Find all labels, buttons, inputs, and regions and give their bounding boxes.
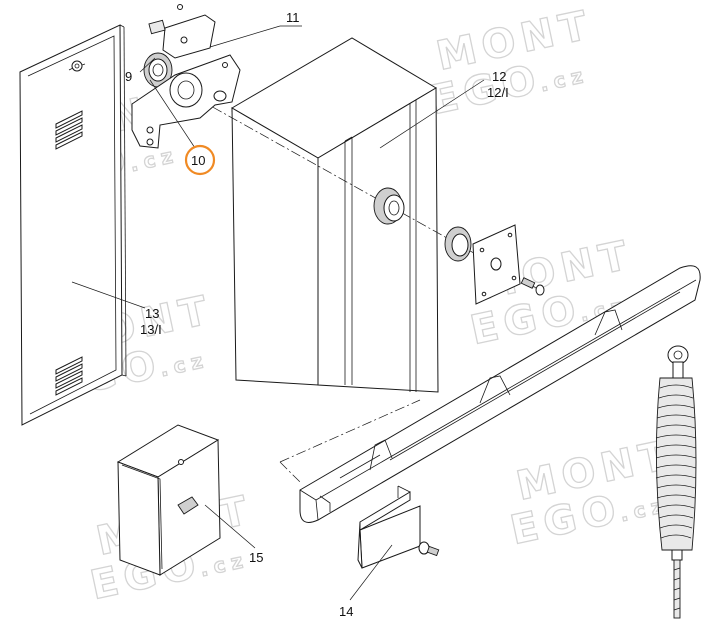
watermark-text: .cz — [538, 63, 591, 97]
callout-10: 10 — [191, 153, 205, 168]
washer-bolt — [418, 541, 440, 557]
callout-11: 11 — [286, 10, 300, 25]
flange-ring — [444, 226, 472, 262]
callout-13: 13 — [145, 306, 159, 321]
axis-line — [149, 71, 541, 291]
gear-hub — [373, 187, 405, 225]
lower-bracket — [357, 485, 421, 569]
boom-arm — [299, 265, 701, 523]
axis-line — [279, 399, 421, 463]
door-panel — [19, 24, 127, 426]
watermark-2: MONT EGO .cz — [426, 1, 598, 124]
watermark-text: .cz — [198, 548, 251, 582]
spring-assembly — [655, 345, 697, 619]
highlight-ring — [184, 144, 216, 176]
mount-plate — [472, 224, 521, 305]
callout-12: 12 — [492, 69, 506, 84]
vent-lower — [55, 356, 83, 396]
barrier-column — [231, 37, 439, 393]
door-lock — [68, 60, 86, 72]
cam-plate — [131, 54, 241, 149]
callout-9: 9 — [125, 69, 132, 84]
control-box — [116, 424, 221, 576]
callout-12-i: 12/I — [487, 85, 509, 100]
callout-14: 14 — [339, 604, 353, 619]
spring-coils — [655, 384, 697, 539]
leader-lines — [71, 25, 485, 601]
axis-line — [279, 461, 301, 483]
watermark-text: .cz — [158, 348, 211, 382]
callout-labels: 9 10 11 12 12/I 13 13/I 14 15 — [125, 10, 509, 619]
bolt-small — [520, 277, 545, 296]
vent-upper — [55, 110, 83, 150]
top-bracket — [148, 4, 216, 59]
callout-15: 15 — [249, 550, 263, 565]
callout-13-i: 13/I — [140, 322, 162, 337]
